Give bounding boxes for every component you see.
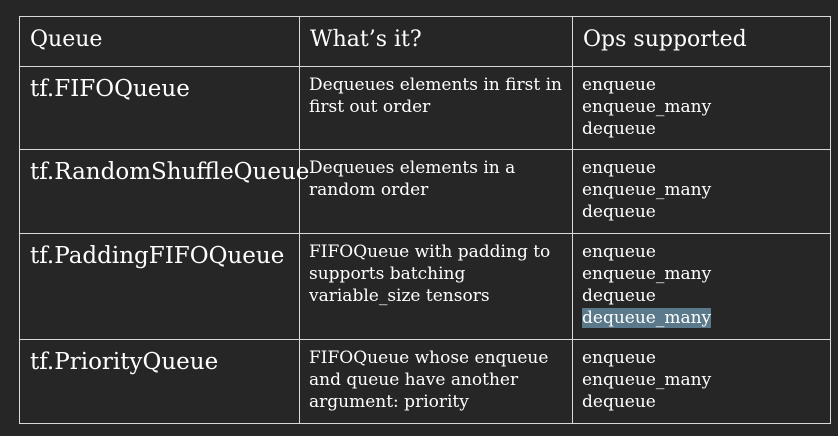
header-whats-it: What’s it? (299, 16, 573, 67)
header-queue: Queue (19, 16, 300, 67)
description-line: variable_size tensors (309, 286, 490, 306)
description-line: Dequeues elements in first in (309, 75, 562, 95)
queue-description: FIFOQueue with padding to supports batch… (299, 233, 573, 340)
op-item: dequeue (582, 202, 656, 222)
op-item: enqueue_many (582, 180, 712, 200)
queue-description: Dequeues elements in first in first out … (299, 66, 573, 150)
queue-name: tf.RandomShuffleQueue (19, 149, 309, 234)
op-item: dequeue (582, 286, 656, 306)
description-line: argument: priority (309, 392, 469, 412)
queue-name: tf.PaddingFIFOQueue (19, 233, 300, 340)
selected-text[interactable]: dequeue_many (582, 308, 712, 328)
queue-name: tf.PriorityQueue (19, 339, 300, 424)
description-line: FIFOQueue whose enqueue (309, 348, 549, 368)
op-item: enqueue_many (582, 264, 712, 284)
table-row: tf.PriorityQueue FIFOQueue whose enqueue… (19, 339, 831, 424)
table-row: tf.PaddingFIFOQueue FIFOQueue with paddi… (19, 233, 831, 340)
queue-ops: enqueue enqueue_many dequeue (572, 66, 831, 150)
table-row: tf.FIFOQueue Dequeues elements in first … (19, 66, 831, 150)
table-row: tf.RandomShuffleQueue Dequeues elements … (19, 149, 831, 234)
queue-description: Dequeues elements in a random order (299, 149, 573, 234)
description-line: random order (309, 180, 429, 200)
description-line: supports batching (309, 264, 466, 284)
op-item: dequeue (582, 392, 656, 412)
description-line: FIFOQueue with padding to (309, 242, 551, 262)
description-line: first out order (309, 97, 431, 117)
queue-ops: enqueue enqueue_many dequeue (572, 339, 831, 424)
op-item: enqueue (582, 348, 656, 368)
queue-ops: enqueue enqueue_many dequeue (572, 149, 831, 234)
op-item: enqueue (582, 75, 656, 95)
op-item: dequeue (582, 119, 656, 139)
queue-name: tf.FIFOQueue (19, 66, 300, 150)
table-header-row: Queue What’s it? Ops supported (19, 16, 831, 67)
queue-description: FIFOQueue whose enqueue and queue have a… (299, 339, 573, 424)
op-item: enqueue (582, 158, 656, 178)
op-item: enqueue_many (582, 97, 712, 117)
op-item: enqueue_many (582, 370, 712, 390)
queue-ops: enqueue enqueue_many dequeue dequeue_man… (572, 233, 831, 340)
header-ops-supported: Ops supported (572, 16, 831, 67)
op-item: enqueue (582, 242, 656, 262)
queue-comparison-table: Queue What’s it? Ops supported tf.FIFOQu… (19, 16, 831, 424)
description-line: Dequeues elements in a (309, 158, 516, 178)
op-item-selected[interactable]: dequeue_many (582, 307, 830, 329)
description-line: and queue have another (309, 370, 519, 390)
